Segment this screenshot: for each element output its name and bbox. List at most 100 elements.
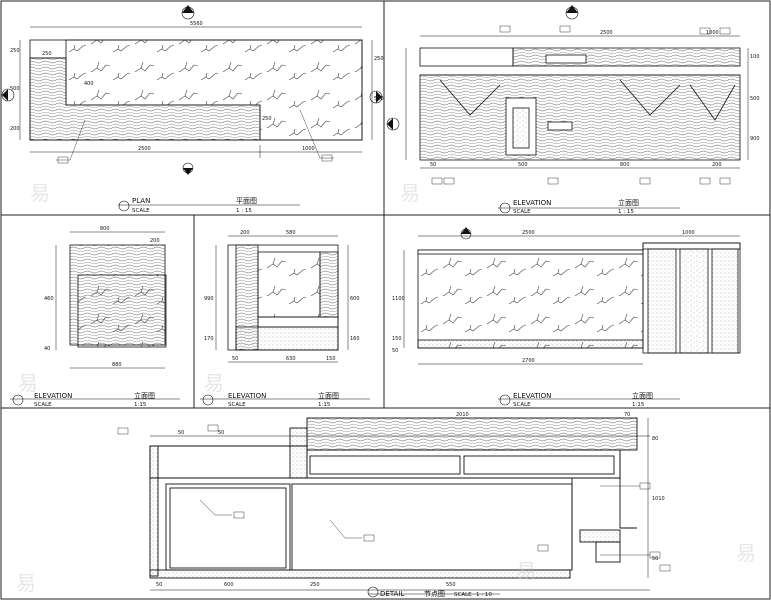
- elev3-dim-bottom-1: 50: [232, 356, 238, 362]
- plan-panel: 5560 2500 1000 250 500 200 250 500 250 4…: [1, 5, 384, 214]
- elev2-dimensions: [55, 231, 165, 369]
- plan-inner-dim-2: 400: [84, 81, 94, 87]
- plan-title-cn: 平面图: [236, 197, 257, 205]
- watermark-layer: 易 易 易 易 易 易 易: [16, 181, 756, 595]
- elev1-dim-bottom-2: 500: [518, 162, 528, 168]
- watermark-1: 易: [30, 181, 50, 205]
- elev3-dim-bottom-3: 150: [326, 356, 336, 362]
- plan-section-marker-bottom: [182, 162, 194, 175]
- elev1-drawing: [419, 47, 741, 161]
- elev3-dim-bottom-2: 630: [286, 356, 296, 362]
- elev1-dimensions: [405, 35, 749, 169]
- plan-dim-right-1: 250: [374, 56, 384, 62]
- elev2-scale-value: 1:15: [134, 402, 147, 408]
- detail-dim-top-4: 50: [218, 430, 224, 436]
- elev4-scale-value: 1:15: [632, 402, 645, 408]
- elev4-dim-bottom: 2700: [522, 358, 535, 364]
- elevation-1-panel: 2500 1000 50 500 800 200 100 500 900 ELE…: [386, 5, 760, 215]
- detail-dim-right-3: 50: [652, 556, 658, 562]
- elev4-dim-left-3: 50: [392, 348, 398, 354]
- elev2-dim-top-1: 800: [100, 226, 110, 232]
- elev2-dim-top-2: 200: [150, 238, 160, 244]
- elev3-drawing: [227, 244, 339, 351]
- plan-dim-left-1: 250: [10, 48, 20, 54]
- elev4-scale-label: SCALE: [513, 402, 531, 408]
- plan-section-marker-top: [181, 5, 195, 20]
- elev4-title-cn: 立面图: [632, 391, 653, 400]
- detail-callout-tags: [117, 424, 671, 572]
- elev4-title-block: ELEVATION SCALE 立面图 1:15: [498, 391, 680, 408]
- elev1-dim-top-2: 1000: [706, 30, 719, 36]
- detail-title-cn: 节点图: [424, 590, 445, 598]
- watermark-2: 易: [400, 181, 420, 205]
- elevation-3-panel: 200 580 50 630 150 990 170 600 160 ELEVA…: [200, 230, 370, 408]
- detail-dim-right-1: 80: [652, 436, 658, 442]
- plan-dim-left-2: 500: [10, 86, 20, 92]
- elev2-drawing: [69, 244, 167, 348]
- detail-dim-right-2: 1010: [652, 496, 665, 502]
- elev2-title-cn: 立面图: [134, 391, 155, 400]
- elev1-section-marker: [565, 5, 579, 20]
- elev4-dim-top-2: 1000: [682, 230, 695, 236]
- elev3-dim-right-1: 600: [350, 296, 360, 302]
- elev3-dim-left-2: 170: [204, 336, 214, 342]
- elev3-dim-left-1: 990: [204, 296, 214, 302]
- elev1-title-block: ELEVATION SCALE 立面图 1 : 15: [498, 198, 680, 215]
- detail-dim-bottom-4: 550: [446, 582, 456, 588]
- elev3-title-block: ELEVATION SCALE 立面图 1:15: [200, 391, 370, 408]
- elev2-scale-label: SCALE: [34, 402, 52, 408]
- detail-dim-top-2: 70: [624, 412, 630, 418]
- plan-material-tags: [56, 109, 334, 164]
- elev4-drawing: [417, 242, 741, 354]
- plan-inner-dim-1: 250: [42, 51, 52, 57]
- watermark-3: 易: [18, 371, 38, 395]
- elev3-scale-value: 1:15: [318, 402, 331, 408]
- elev1-dim-right-2: 500: [750, 96, 760, 102]
- elev3-title: ELEVATION: [228, 392, 266, 400]
- elev3-dim-top-1: 200: [240, 230, 250, 236]
- plan-section-marker-right: [369, 90, 383, 104]
- elev1-scale-value: 1 : 15: [618, 209, 634, 215]
- detail-title: DETAIL: [380, 590, 404, 598]
- plan-section-marker-left: [1, 88, 15, 102]
- detail-dim-bottom-1: 50: [156, 582, 162, 588]
- elev3-title-cn: 立面图: [318, 391, 339, 400]
- elev1-dim-right-3: 900: [750, 136, 760, 142]
- elev4-dimensions: [403, 235, 740, 365]
- plan-dimensions: [19, 26, 373, 158]
- elev1-callout-tags: [431, 25, 731, 185]
- detail-panel: 2010 70 50 50 50 600 250 550 80 1010 50 …: [117, 412, 671, 598]
- elev3-dim-top-2: 580: [286, 230, 296, 236]
- elev2-title: ELEVATION: [34, 392, 72, 400]
- detail-dim-top-3: 50: [178, 430, 184, 436]
- detail-scale-label: SCALE: [454, 592, 472, 598]
- elev1-left-marker: [386, 117, 400, 131]
- detail-scale-value: 1 : 10: [476, 592, 492, 598]
- elev4-dim-top-1: 2500: [522, 230, 535, 236]
- watermark-7: 易: [736, 541, 756, 565]
- elev1-scale-label: SCALE: [513, 209, 531, 215]
- detail-dim-bottom-2: 600: [224, 582, 234, 588]
- plan-title: PLAN: [132, 197, 150, 205]
- watermark-4: 易: [204, 371, 224, 395]
- detail-drawing: [149, 417, 638, 579]
- elev1-title: ELEVATION: [513, 199, 551, 207]
- elev2-dim-bottom: 880: [112, 362, 122, 368]
- plan-dim-left-3: 200: [10, 126, 20, 132]
- elev2-dim-left-2: 40: [44, 346, 50, 352]
- detail-dim-top-1: 2010: [456, 412, 469, 418]
- elev4-dim-left-2: 150: [392, 336, 402, 342]
- elev1-dim-top-1: 2500: [600, 30, 613, 36]
- detail-title-block: DETAIL 节点图 SCALE 1 : 10: [367, 586, 500, 598]
- detail-dimensions: [150, 418, 650, 591]
- elev4-title: ELEVATION: [513, 392, 551, 400]
- plan-drawing: [29, 39, 363, 141]
- plan-scale-label: SCALE: [132, 208, 150, 214]
- plan-title-block: PLAN SCALE 平面图 1 : 15: [118, 197, 300, 214]
- elev1-dim-bottom-1: 50: [430, 162, 436, 168]
- elev3-dimensions: [215, 235, 349, 363]
- elev2-dim-left-1: 460: [44, 296, 54, 302]
- elev1-dim-bottom-4: 200: [712, 162, 722, 168]
